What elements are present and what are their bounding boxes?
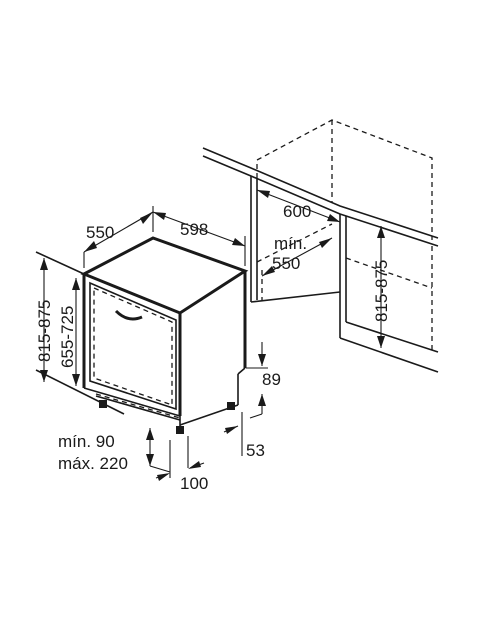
foot-back-right	[227, 402, 235, 410]
dim-width-label: 598	[180, 220, 208, 239]
door-handle	[114, 309, 143, 321]
dim-appliance-height: 815-875	[35, 258, 54, 382]
dim-foot-clearance-ext	[149, 465, 171, 473]
dim-width: 598	[152, 211, 246, 266]
dim-niche-depth-label: 550	[272, 254, 300, 273]
dim-niche-width: 600	[256, 189, 341, 223]
foot-front-right	[176, 426, 184, 434]
worktop-edge-top	[202, 147, 439, 239]
plinth-dashed	[95, 393, 181, 419]
niche-dashed-top	[256, 119, 433, 240]
niche-dashed-mid-right	[345, 257, 433, 289]
dim-niche-height-arrow-2	[377, 336, 385, 348]
dim-door-height: 655-725	[58, 278, 80, 386]
dim-foot-clearance-min: mín. 90	[58, 432, 115, 451]
wall-line-left	[35, 251, 85, 275]
dim-niche-height: 815-875	[372, 226, 391, 348]
dim-foot-offset-arrow-2	[188, 461, 201, 469]
dim-niche-width-arrow-1	[257, 190, 270, 198]
dim-setback-line-2	[249, 413, 263, 419]
dim-depth-label: 550	[86, 223, 114, 242]
dim-niche-depth-arrow-1	[262, 266, 275, 276]
dim-appliance-height-arrow-1	[40, 258, 48, 270]
dishwasher-top	[80, 236, 249, 315]
dim-plinth-height-arrow-2	[258, 394, 266, 406]
dim-door-height-arrow-1	[72, 278, 80, 290]
dim-foot-offset: 100	[155, 436, 208, 493]
floor-line-upper	[345, 321, 439, 353]
door-panel	[89, 281, 177, 411]
niche-floor-edge	[250, 291, 341, 303]
dim-plinth-height: 89	[246, 342, 281, 414]
plinth-bottom	[95, 395, 181, 421]
dim-niche-height-label: 815-875	[372, 260, 391, 322]
dim-foot-clearance-max: máx. 220	[58, 454, 128, 473]
dim-door-height-arrow-2	[72, 374, 80, 386]
dim-niche-height-arrow-1	[377, 226, 385, 238]
dim-niche-width-line	[256, 189, 341, 223]
dim-niche-depth-prefix: mín.	[274, 234, 307, 253]
dim-plinth-setback: 53	[223, 412, 265, 460]
dim-foot-offset-arrow-1	[157, 473, 170, 481]
dim-width-arrow-1	[153, 212, 166, 220]
dim-foot-offset-label: 100	[180, 474, 208, 493]
dim-foot-clearance: mín. 90 máx. 220	[58, 428, 171, 473]
niche-cabinet	[202, 119, 439, 373]
dim-depth: 550	[83, 206, 154, 268]
dim-plinth-height-label: 89	[262, 370, 281, 389]
dim-foot-clearance-arrow-1	[146, 428, 154, 440]
dishwasher-body	[80, 236, 249, 434]
dim-depth-arrow-2	[140, 212, 153, 224]
plinth-top	[83, 387, 181, 417]
dim-foot-clearance-arrow-2	[146, 454, 154, 466]
worktop-edge-bottom	[202, 155, 439, 247]
dim-door-height-label: 655-725	[58, 306, 77, 368]
floor-line-left	[35, 369, 125, 415]
dim-width-arrow-2	[232, 238, 245, 246]
dim-depth-arrow-1	[84, 241, 97, 252]
floor-line-lower	[339, 337, 439, 373]
dim-setback-arrow-1	[225, 426, 238, 434]
dim-plinth-height-arrow-1	[258, 354, 266, 366]
side-notch	[237, 367, 246, 375]
door-dashed-outline	[93, 287, 173, 406]
dim-appliance-height-arrow-2	[40, 370, 48, 382]
dim-setback-label: 53	[246, 441, 265, 460]
dim-niche-width-label: 600	[283, 202, 311, 221]
floor-left	[35, 251, 125, 415]
dim-niche-depth: mín. 550	[261, 234, 333, 277]
dim-niche-width-arrow-2	[327, 214, 340, 222]
dim-width-line	[152, 211, 246, 247]
dim-appliance-height-label: 815-875	[35, 300, 54, 362]
dim-niche-depth-arrow-2	[319, 238, 332, 248]
